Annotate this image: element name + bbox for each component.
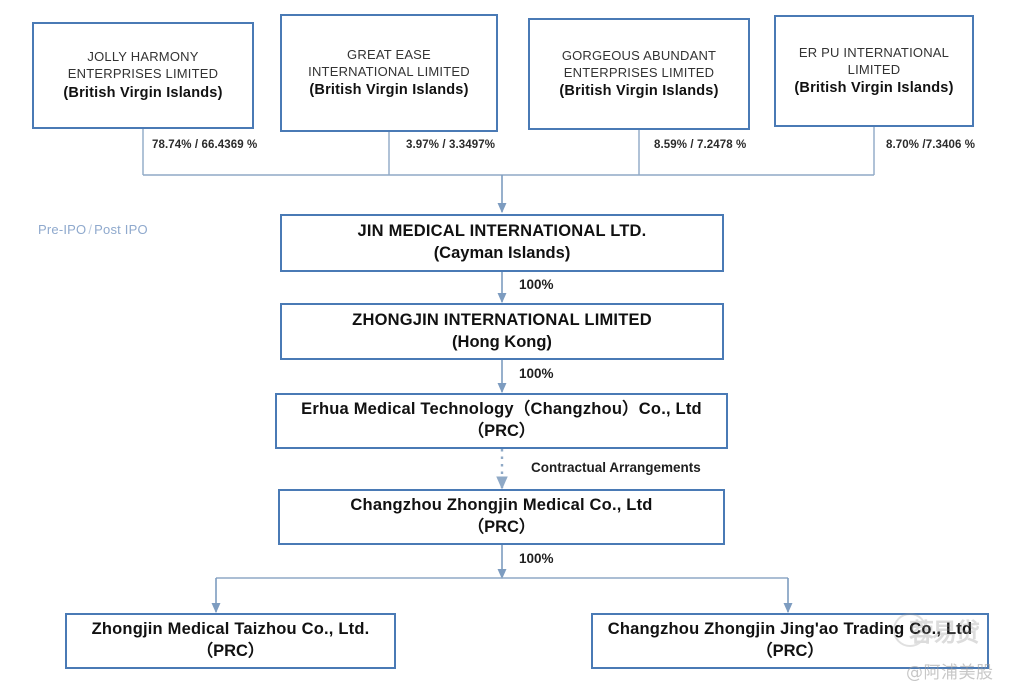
shareholder-name-line1: GREAT EASE <box>347 46 431 62</box>
ownership-label-er-pu-international: 8.70% /7.3406 % <box>886 139 976 151</box>
shareholder-name-line2: LIMITED <box>847 61 901 77</box>
shareholder-name-line2: ENTERPRISES LIMITED <box>67 66 219 82</box>
legend-separator: / <box>88 222 93 237</box>
entity-name: Changzhou Zhongjin Jing'ao Trading Co., … <box>607 620 973 639</box>
entity-box-jin-medical[interactable]: JIN MEDICAL INTERNATIONAL LTD. (Cayman I… <box>280 214 724 272</box>
shareholder-name-line2: INTERNATIONAL LIMITED <box>308 63 470 79</box>
edge-label-zhongjin-to-erhua: 100% <box>519 366 554 381</box>
shareholder-name-line1: JOLLY HARMONY <box>87 49 199 65</box>
entity-jurisdiction: （PRC） <box>467 518 536 536</box>
edge-label-jin-to-zhongjin: 100% <box>519 277 554 292</box>
entity-box-zhongjin-medical-taizhou[interactable]: Zhongjin Medical Taizhou Co., Ltd. （PRC） <box>65 613 396 669</box>
shareholder-box-jolly-harmony[interactable]: JOLLY HARMONY ENTERPRISES LIMITED (Briti… <box>32 22 254 129</box>
shareholder-jurisdiction: (British Virgin Islands) <box>309 82 469 99</box>
entity-box-changzhou-zhongjin-medical[interactable]: Changzhou Zhongjin Medical Co., Ltd （PRC… <box>278 489 725 545</box>
entity-name: ZHONGJIN INTERNATIONAL LIMITED <box>352 310 652 329</box>
shareholder-jurisdiction: (British Virgin Islands) <box>794 80 954 97</box>
entity-box-zhongjin-international[interactable]: ZHONGJIN INTERNATIONAL LIMITED (Hong Kon… <box>280 303 724 360</box>
shareholder-box-great-ease[interactable]: GREAT EASE INTERNATIONAL LIMITED (Britis… <box>280 14 498 132</box>
shareholder-name-line1: ER PU INTERNATIONAL <box>798 44 950 60</box>
ownership-label-gorgeous-abundant: 8.59% / 7.2478 % <box>654 139 747 151</box>
shareholder-name-line1: GORGEOUS ABUNDANT <box>561 47 717 63</box>
shareholder-jurisdiction: (British Virgin Islands) <box>63 84 223 101</box>
entity-jurisdiction: （PRC） <box>196 642 265 660</box>
entity-name: Zhongjin Medical Taizhou Co., Ltd. <box>91 620 370 639</box>
entity-jurisdiction: （PRC） <box>467 422 536 440</box>
entity-box-changzhou-zhongjin-jingao-trading[interactable]: Changzhou Zhongjin Jing'ao Trading Co., … <box>591 613 989 669</box>
shareholder-box-gorgeous-abundant[interactable]: GORGEOUS ABUNDANT ENTERPRISES LIMITED (B… <box>528 18 750 130</box>
shareholder-name-line2: ENTERPRISES LIMITED <box>563 64 715 80</box>
ownership-label-jolly-harmony: 78.74% / 66.4369 % <box>152 139 258 151</box>
entity-jurisdiction: (Hong Kong) <box>452 332 552 351</box>
legend-pre-ipo: Pre-IPO <box>38 222 87 237</box>
entity-jurisdiction: (Cayman Islands) <box>433 244 571 262</box>
legend-post-ipo: Post IPO <box>94 222 148 237</box>
edge-label-to-subsidiaries: 100% <box>519 551 554 566</box>
edge-label-contractual-arrangements: Contractual Arrangements <box>531 460 701 475</box>
entity-name: Changzhou Zhongjin Medical Co., Ltd <box>350 496 653 515</box>
entity-name: Erhua Medical Technology（Changzhou）Co., … <box>301 400 702 419</box>
entity-jurisdiction: （PRC） <box>756 642 824 660</box>
shareholder-box-er-pu-international[interactable]: ER PU INTERNATIONAL LIMITED (British Vir… <box>774 15 974 127</box>
pre-post-ipo-legend: Pre-IPO/Post IPO <box>38 222 148 237</box>
shareholder-jurisdiction: (British Virgin Islands) <box>559 83 719 100</box>
entity-name: JIN MEDICAL INTERNATIONAL LTD. <box>357 222 647 241</box>
entity-box-erhua-medical[interactable]: Erhua Medical Technology（Changzhou）Co., … <box>275 393 728 449</box>
ownership-label-great-ease: 3.97% / 3.3497% <box>406 139 496 151</box>
